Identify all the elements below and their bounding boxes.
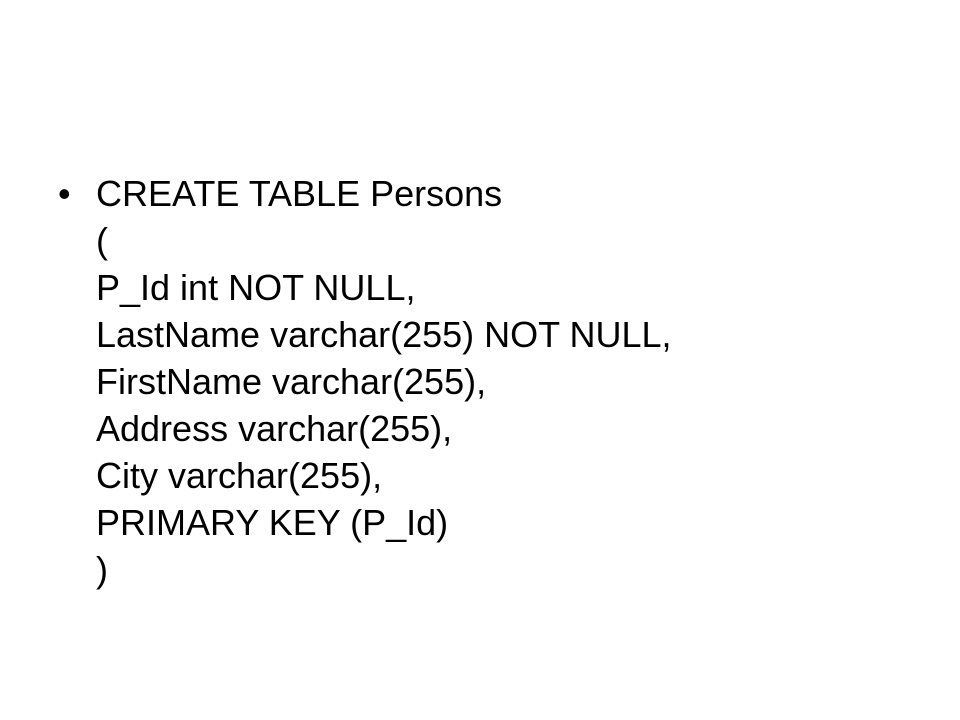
bullet-icon: • <box>58 173 71 214</box>
sql-line: Address varchar(255), <box>96 408 453 449</box>
sql-line: City varchar(255), <box>96 455 383 496</box>
sql-statement: CREATE TABLE Persons ( P_Id int NOT NULL… <box>96 170 672 593</box>
sql-line: ) <box>96 549 108 590</box>
sql-line: PRIMARY KEY (P_Id) <box>96 502 449 543</box>
sql-line: ( <box>96 220 108 261</box>
sql-line: LastName varchar(255) NOT NULL, <box>96 314 672 355</box>
sql-line: CREATE TABLE Persons <box>96 173 503 214</box>
sql-line: FirstName varchar(255), <box>96 361 487 402</box>
sql-line: P_Id int NOT NULL, <box>96 267 416 308</box>
